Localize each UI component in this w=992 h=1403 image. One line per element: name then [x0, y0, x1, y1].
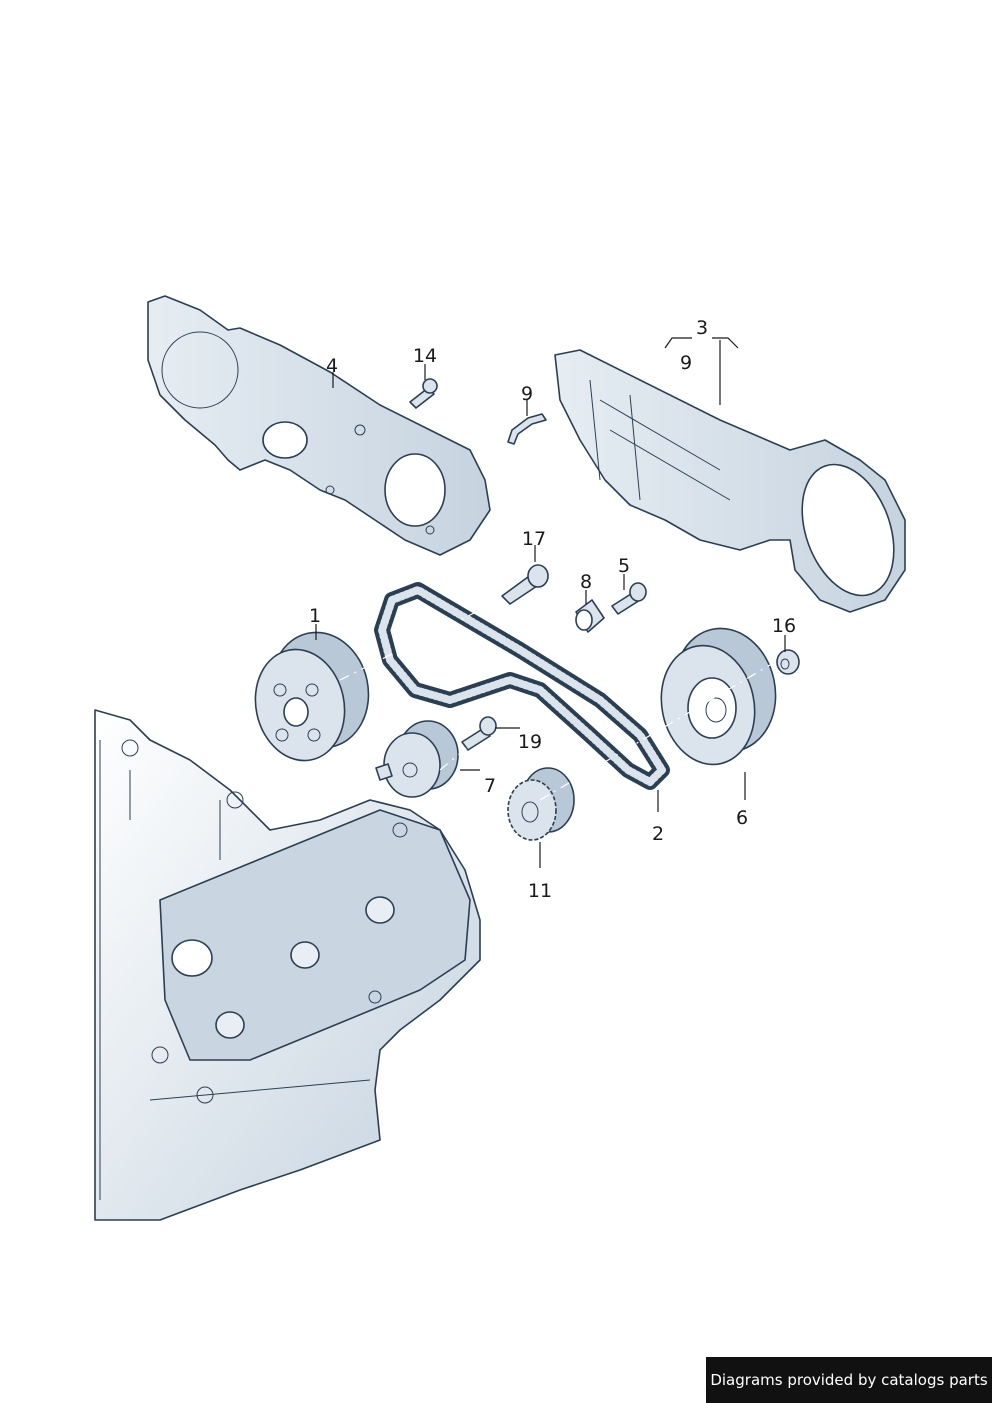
callout-7: 7	[484, 775, 496, 797]
callout-3: 3	[696, 317, 708, 339]
front-timing-cover	[554, 349, 906, 613]
callout-16: 16	[772, 615, 796, 637]
bolt-14	[409, 378, 438, 409]
callout-11: 11	[528, 880, 552, 902]
timing-belt	[374, 582, 670, 790]
spacer-sleeve-8	[575, 599, 605, 633]
callout-19: 19	[518, 731, 542, 753]
camshaft-sprocket	[254, 631, 370, 762]
rear-timing-cover	[147, 295, 491, 556]
callout-labels: 1 2 3 4 5 6 7 8 9 9 11 14 16 17 19	[309, 317, 796, 902]
callout-2: 2	[652, 823, 664, 845]
leader-lines	[315, 337, 786, 868]
footer-text: Diagrams provided by catalogs parts	[710, 1371, 988, 1389]
callout-8: 8	[580, 571, 592, 593]
crankshaft-sprocket	[507, 767, 575, 841]
bolt-19	[461, 716, 497, 751]
clip-part	[507, 413, 547, 445]
nut-16	[776, 649, 800, 675]
vibration-damper-pulley	[660, 627, 777, 766]
callout-17: 17	[522, 528, 546, 550]
bolt-17	[501, 564, 549, 605]
bolt-5	[611, 582, 647, 615]
callout-1: 1	[309, 605, 321, 627]
callout-14: 14	[413, 345, 437, 367]
tensioner-roller	[375, 720, 459, 798]
callout-9-clip: 9	[521, 383, 533, 405]
callout-9-cover: 9	[680, 352, 692, 374]
assembly-axes	[339, 599, 771, 801]
engine-block	[94, 709, 481, 1221]
callout-4: 4	[326, 355, 338, 377]
callout-6: 6	[736, 807, 748, 829]
footer-credit: Diagrams provided by catalogs parts	[706, 1357, 992, 1403]
callout-5: 5	[618, 555, 630, 577]
